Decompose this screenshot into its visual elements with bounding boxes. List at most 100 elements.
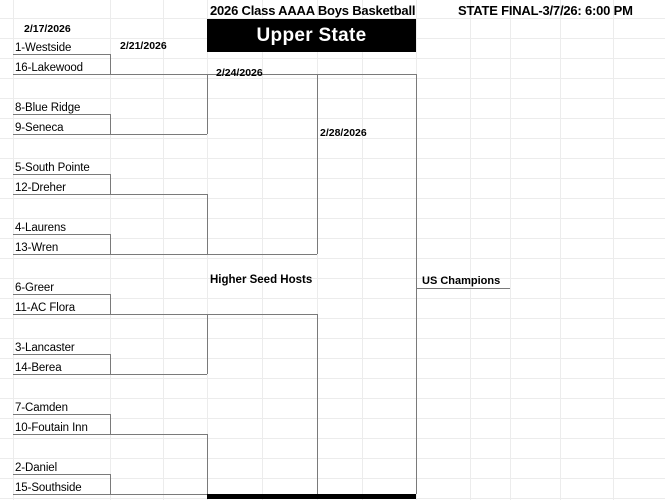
round1-pair-connector-4 [110, 294, 111, 314]
round1-slot-line-4 [13, 174, 110, 175]
team-label-5: 12-Dreher [15, 182, 66, 194]
lower-state-banner-edge [207, 494, 416, 499]
grid-column-line-8 [470, 0, 471, 500]
round1-slot-line-15 [13, 494, 110, 495]
grid-row-line-438 [0, 438, 665, 439]
grid-row-line-298 [0, 298, 665, 299]
round1-slot-line-0 [13, 54, 110, 55]
grid-column-line-4 [262, 0, 263, 500]
round3-slot-line-2 [207, 314, 317, 315]
us-champions-line [416, 288, 510, 289]
round1-pair-connector-0 [110, 54, 111, 74]
team-label-2: 8-Blue Ridge [15, 102, 81, 114]
round2-slot-line-7 [110, 494, 207, 495]
grid-row-line-238 [0, 238, 665, 239]
team-label-10: 3-Lancaster [15, 342, 75, 354]
round1-slot-line-3 [13, 134, 110, 135]
team-label-4: 5-South Pointe [15, 162, 90, 174]
round4-slot-line-0 [317, 74, 416, 75]
grid-row-line-318 [0, 318, 665, 319]
team-label-9: 11-AC Flora [15, 302, 76, 314]
grid-row-line-258 [0, 258, 665, 259]
team-label-8: 6-Greer [15, 282, 54, 294]
higher-seed-hosts-label: Higher Seed Hosts [210, 274, 313, 286]
grid-column-line-10 [560, 0, 561, 500]
round3-slot-line-1 [207, 254, 317, 255]
round2-slot-line-6 [110, 434, 207, 435]
round3-pair-connector-1 [317, 314, 318, 494]
team-label-7: 13-Wren [15, 242, 59, 254]
team-label-13: 10-Foutain Inn [15, 422, 88, 434]
team-label-3: 9-Seneca [15, 122, 64, 134]
round1-slot-line-9 [13, 314, 110, 315]
grid-row-line-158 [0, 158, 665, 159]
team-label-6: 4-Laurens [15, 222, 66, 234]
grid-row-line-338 [0, 338, 665, 339]
round2-pair-connector-3 [207, 434, 208, 494]
round1-date: 2/17/2026 [24, 23, 71, 35]
grid-row-line-218 [0, 218, 665, 219]
grid-row-line-278 [0, 278, 665, 279]
round1-pair-connector-5 [110, 354, 111, 374]
round4-pair-connector [416, 74, 417, 494]
round1-pair-connector-6 [110, 414, 111, 434]
grid-row-line-18 [0, 18, 665, 19]
team-label-15: 15-Southside [15, 482, 82, 494]
grid-row-line-418 [0, 418, 665, 419]
grid-row-line-458 [0, 458, 665, 459]
round1-pair-connector-1 [110, 114, 111, 134]
state-final-label: STATE FINAL-3/7/26: 6:00 PM [458, 3, 633, 18]
team-label-14: 2-Daniel [15, 462, 58, 474]
round2-pair-connector-0 [207, 74, 208, 134]
round2-slot-line-2 [110, 194, 207, 195]
grid-row-line-358 [0, 358, 665, 359]
grid-column-line-0 [13, 0, 14, 500]
round1-slot-line-11 [13, 374, 110, 375]
grid-row-line-398 [0, 398, 665, 399]
round2-slot-line-1 [110, 134, 207, 135]
grid-row-line-198 [0, 198, 665, 199]
round1-slot-line-13 [13, 434, 110, 435]
team-label-1: 16-Lakewood [15, 62, 83, 74]
team-label-11: 14-Berea [15, 362, 62, 374]
round1-slot-line-14 [13, 474, 110, 475]
round2-slot-line-5 [110, 374, 207, 375]
grid-row-line-478 [0, 478, 665, 479]
round1-pair-connector-3 [110, 234, 111, 254]
grid-row-line-118 [0, 118, 665, 119]
round1-pair-connector-7 [110, 474, 111, 494]
grid-row-line-98 [0, 98, 665, 99]
upper-state-banner: Upper State [207, 19, 416, 52]
round2-slot-line-4 [110, 314, 207, 315]
round1-slot-line-10 [13, 354, 110, 355]
round2-pair-connector-2 [207, 314, 208, 374]
team-label-12: 7-Camden [15, 402, 68, 414]
grid-row-line-78 [0, 78, 665, 79]
upper-state-banner-label: Upper State [256, 24, 367, 46]
round2-slot-line-0 [110, 74, 207, 75]
round1-slot-line-6 [13, 234, 110, 235]
round2-date: 2/21/2026 [120, 40, 167, 52]
round3-date: 2/24/2026 [216, 67, 263, 79]
round3-pair-connector-0 [317, 74, 318, 254]
grid-row-line-138 [0, 138, 665, 139]
round1-slot-line-5 [13, 194, 110, 195]
round3-slot-line-0 [207, 74, 317, 75]
round2-pair-connector-1 [207, 194, 208, 254]
grid-column-line-9 [510, 0, 511, 500]
grid-row-line-178 [0, 178, 665, 179]
round1-slot-line-12 [13, 414, 110, 415]
grid-column-line-11 [613, 0, 614, 500]
grid-column-line-6 [362, 0, 363, 500]
round2-slot-line-3 [110, 254, 207, 255]
round4-date: 2/28/2026 [320, 127, 367, 139]
team-label-0: 1-Westside [15, 42, 72, 54]
round1-slot-line-7 [13, 254, 110, 255]
round1-slot-line-2 [13, 114, 110, 115]
round1-pair-connector-2 [110, 174, 111, 194]
page-title: 2026 Class AAAA Boys Basketball [210, 3, 416, 18]
grid-row-line-378 [0, 378, 665, 379]
us-champions-label: US Champions [422, 275, 501, 287]
round1-slot-line-8 [13, 294, 110, 295]
